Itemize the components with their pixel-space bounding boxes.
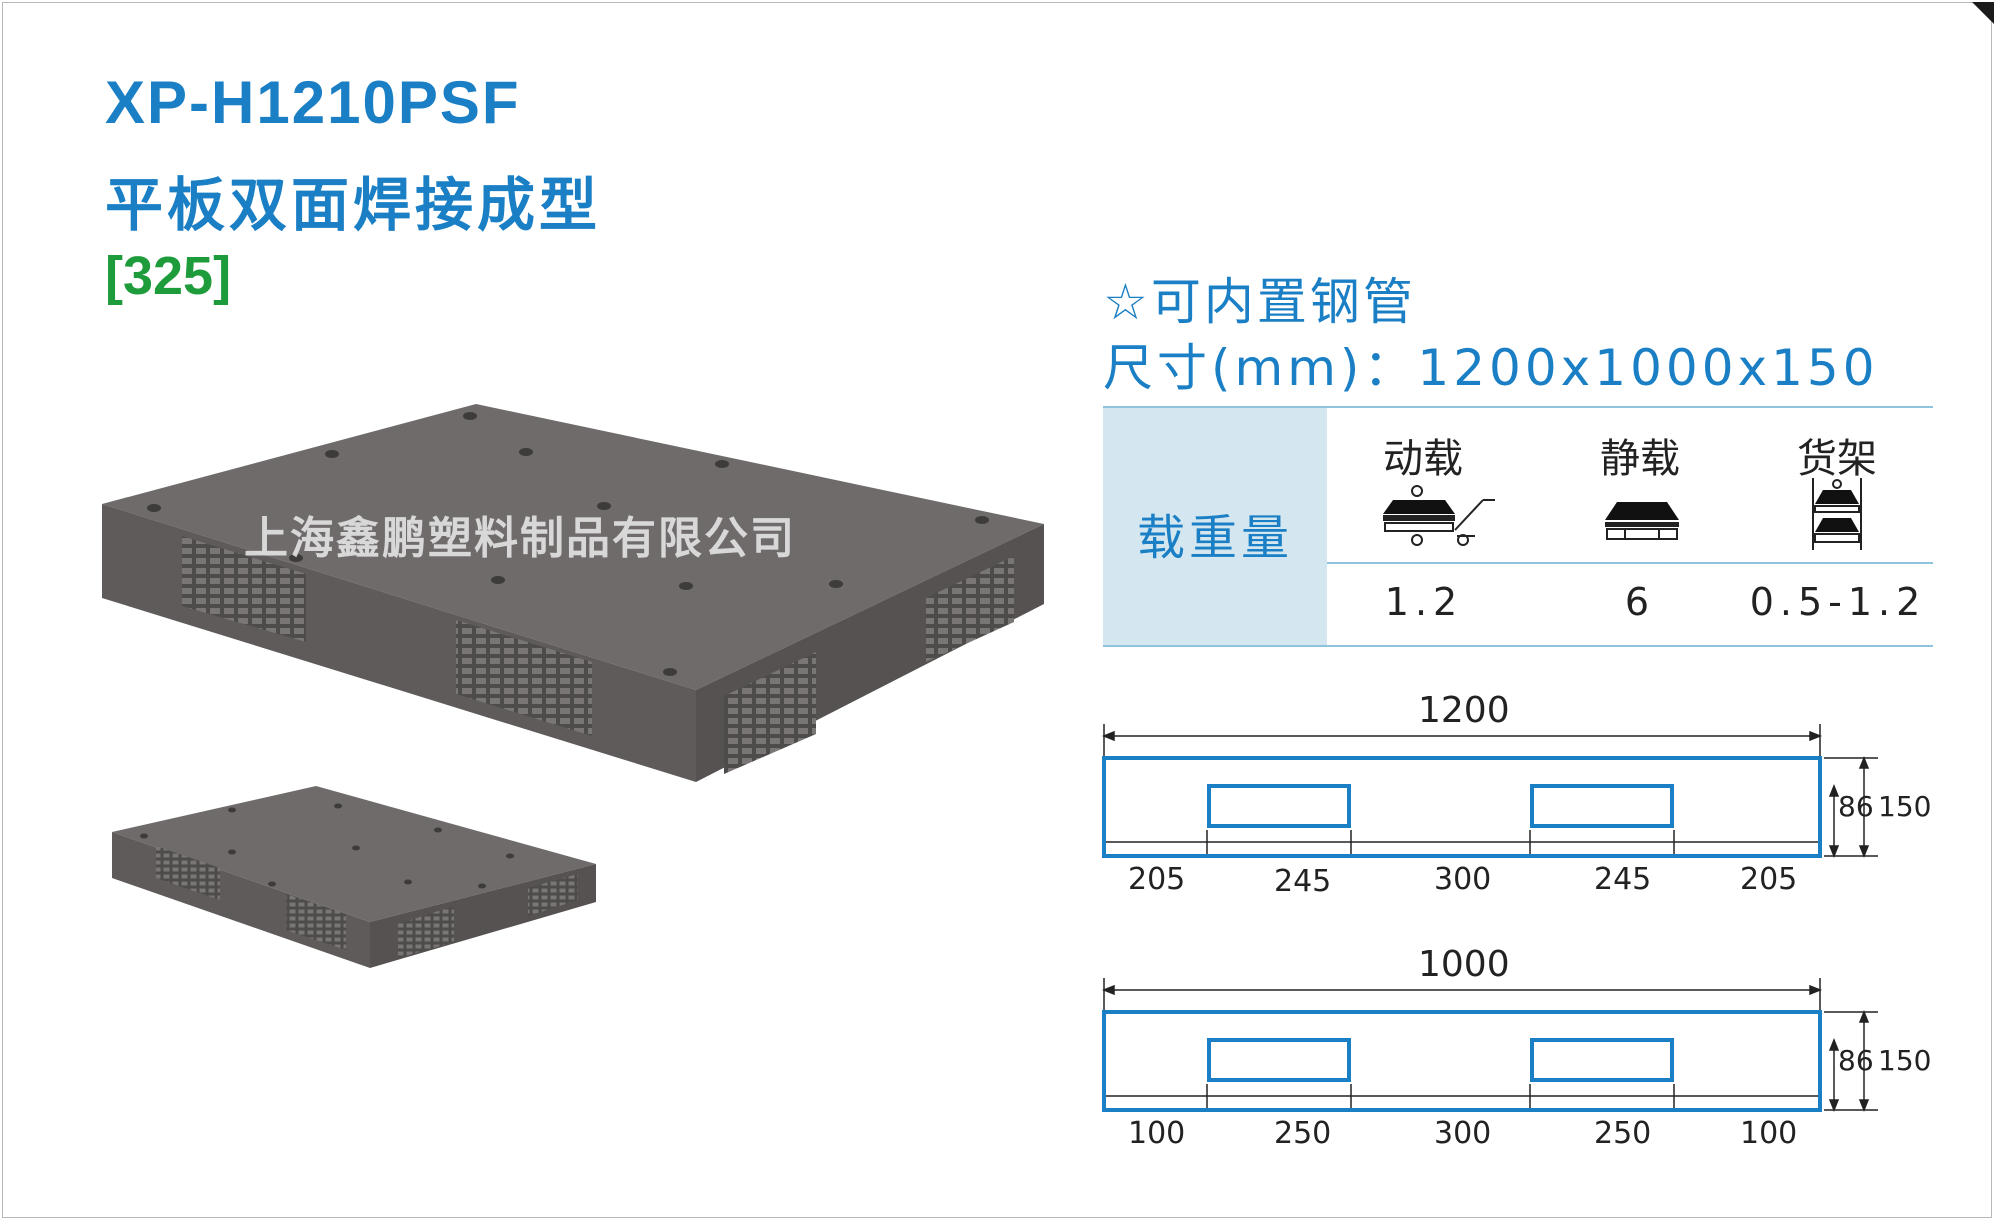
load-table: 载重量 动载 静载 货架 1.2 6 0.5-1.2 <box>1103 406 1933 647</box>
header-rack-load: 货架 <box>1797 436 1877 482</box>
drawing-1200-total: 1200 <box>1418 690 1510 731</box>
drawing-1000-total: 1000 <box>1418 944 1510 985</box>
value-static-load: 6 <box>1624 580 1656 624</box>
drawing-1000-seg-3: 300 <box>1434 1116 1492 1151</box>
drawing-1200-seg-5: 205 <box>1740 862 1798 897</box>
drawing-1200-height-total: 150 <box>1878 790 1932 823</box>
load-row-label: 载重量 <box>1136 510 1293 566</box>
table-row-divider <box>1327 562 1933 564</box>
drawing-1200-lines <box>1101 724 1878 859</box>
drawing-1200-seg-4: 245 <box>1594 862 1652 897</box>
product-model: XP-H1210PSF <box>105 69 521 136</box>
forklift-load-icon <box>1383 485 1495 546</box>
value-dynamic-load: 1.2 <box>1384 580 1464 624</box>
product-code: [325] <box>105 246 232 306</box>
drawing-1000-height-total: 150 <box>1878 1044 1932 1077</box>
header-static-load: 静载 <box>1600 436 1680 482</box>
drawing-1000-lines <box>1101 978 1878 1113</box>
drawing-1000-seg-5: 100 <box>1740 1116 1798 1151</box>
drawing-1000-seg-1: 100 <box>1128 1116 1186 1151</box>
pallet-large-image <box>102 404 1044 782</box>
drawing-1200-seg-3: 300 <box>1434 862 1492 897</box>
header-dynamic-load: 动载 <box>1383 436 1463 482</box>
pallet-small-image <box>112 786 596 968</box>
drawing-1200-seg-2: 245 <box>1274 864 1332 899</box>
size-text: 尺寸(mm)：1200x1000x150 <box>1103 339 1879 397</box>
rack-load-icon <box>1812 478 1862 550</box>
drawing-1200-height-inner: 86 <box>1838 790 1874 823</box>
drawing-1000-height-inner: 86 <box>1838 1044 1874 1077</box>
static-load-icon <box>1605 502 1679 540</box>
drawing-1200-seg-1: 205 <box>1128 862 1186 897</box>
feature-text: ☆可内置钢管 <box>1103 273 1416 331</box>
watermark-text: 上海鑫鹏塑料制品有限公司 <box>244 513 796 564</box>
load-row-label-cell: 载重量 <box>1103 408 1327 645</box>
drawing-1000-seg-4: 250 <box>1594 1116 1652 1151</box>
drawing-1000-seg-2: 250 <box>1274 1116 1332 1151</box>
value-rack-load: 0.5-1.2 <box>1749 580 1927 624</box>
corner-mark <box>1972 2 1994 24</box>
product-subtitle: 平板双面焊接成型 <box>105 171 602 239</box>
